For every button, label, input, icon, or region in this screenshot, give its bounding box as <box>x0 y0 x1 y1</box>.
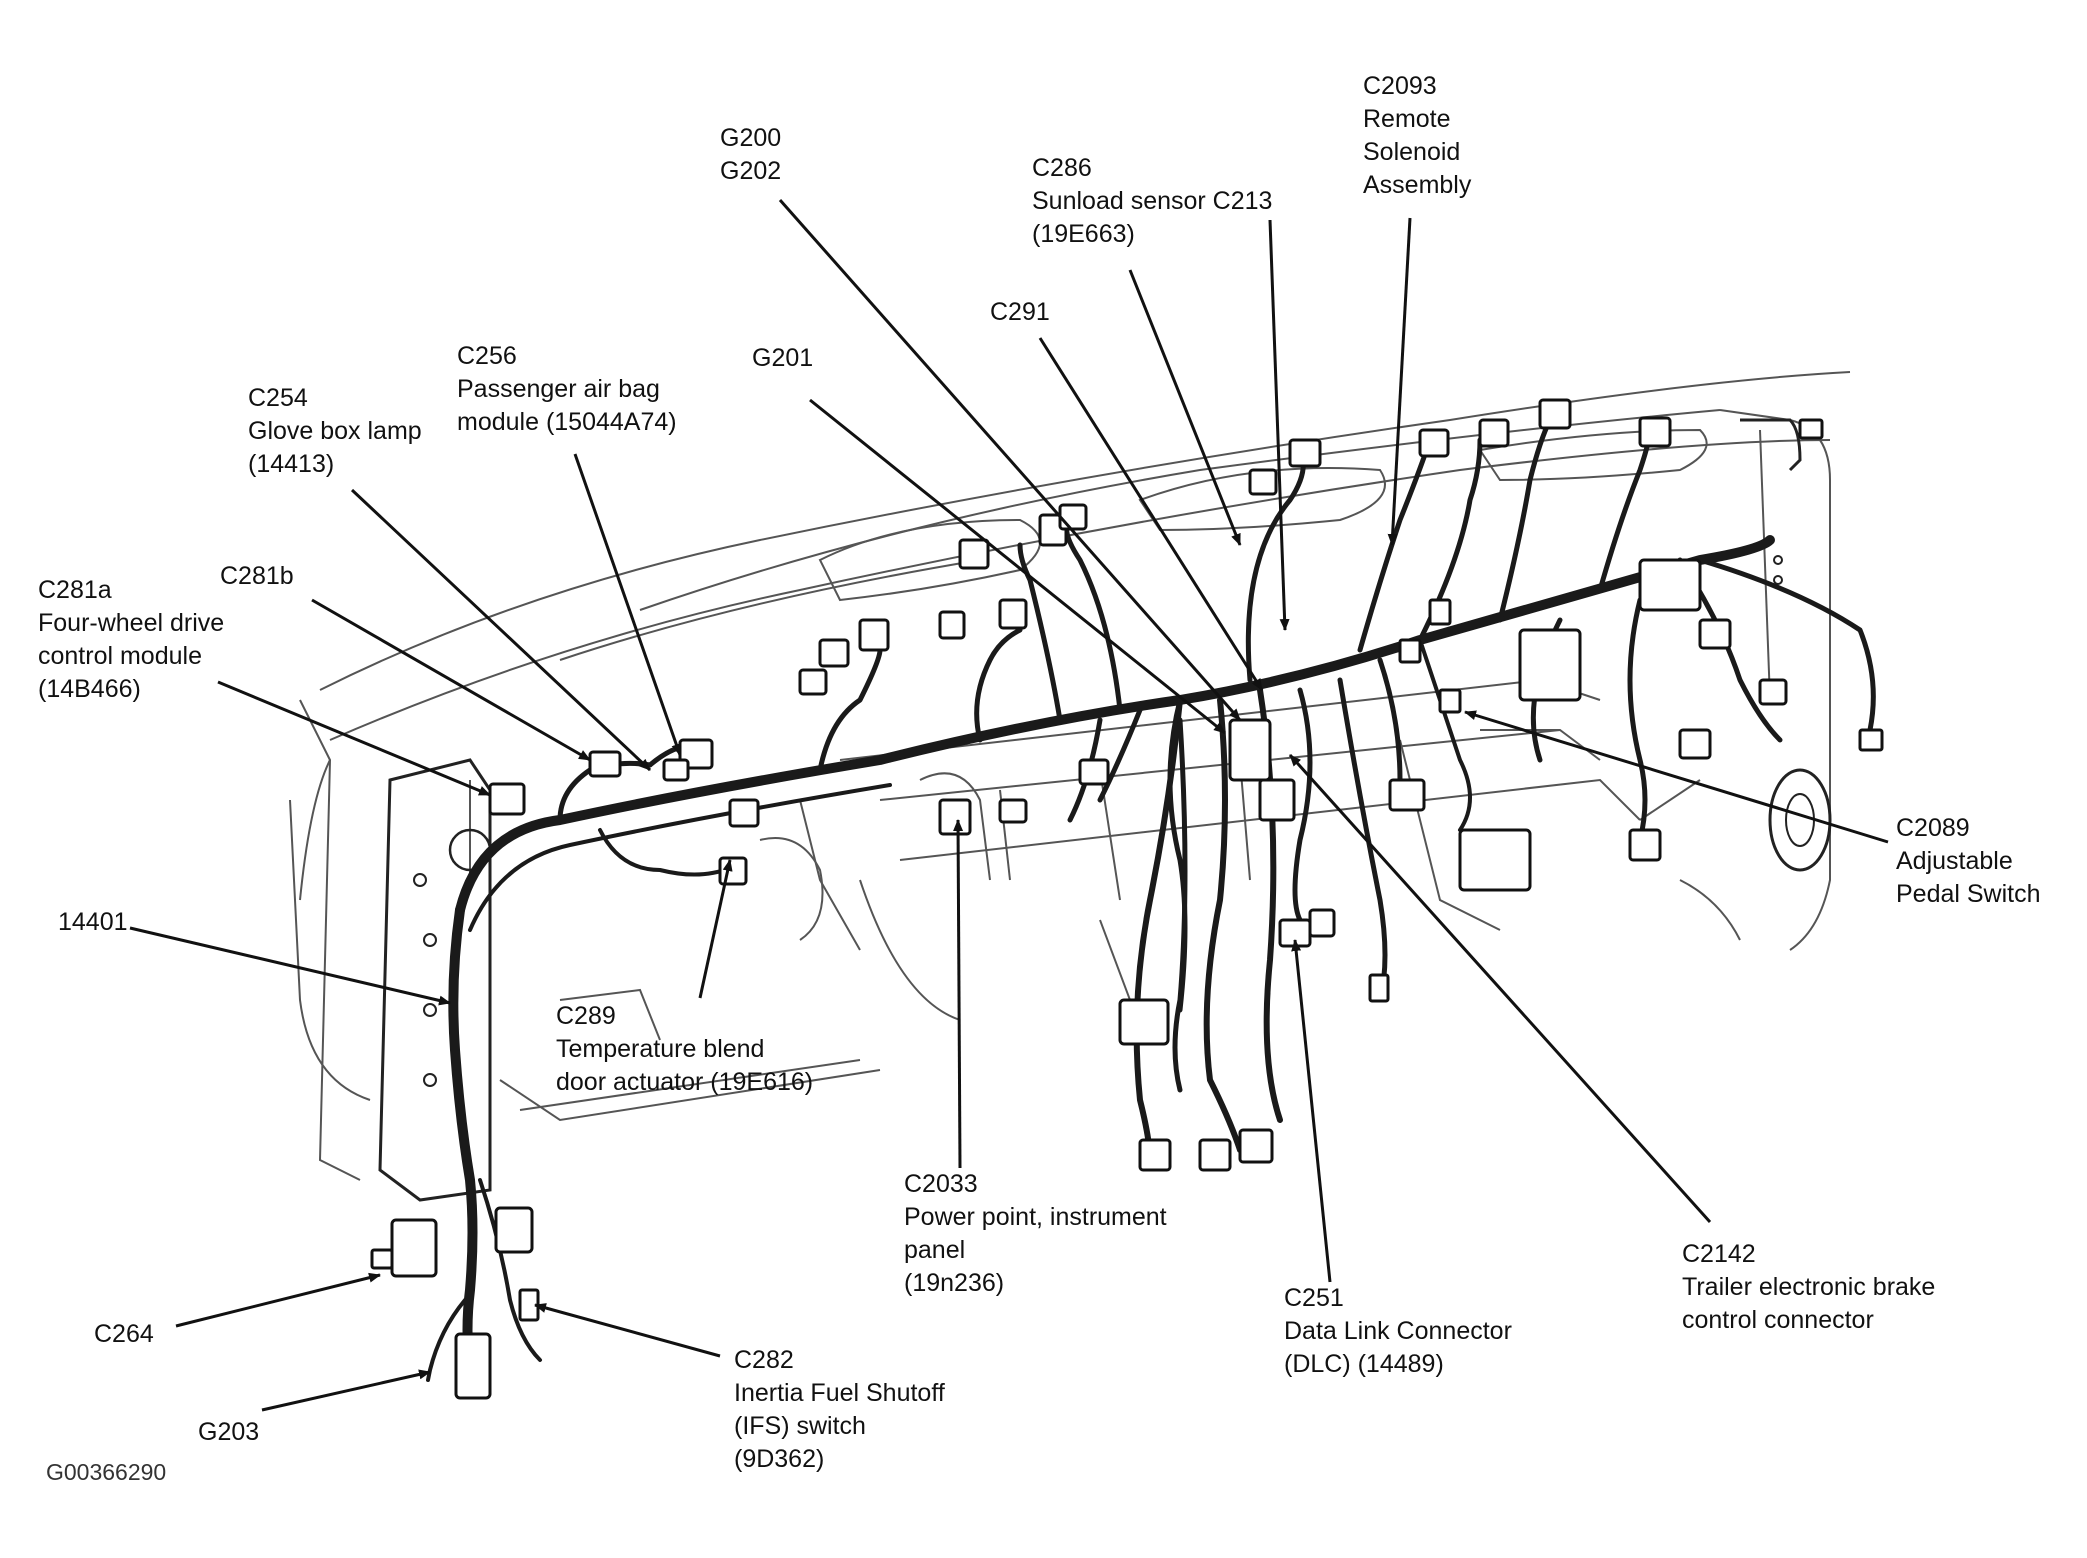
callout-c281b: C281b <box>220 560 294 593</box>
leader-c2033 <box>953 819 964 1169</box>
callout-line: G201 <box>752 344 814 372</box>
callout-line: C289 <box>556 1002 616 1030</box>
callout-line: Solenoid <box>1363 138 1461 166</box>
callout-line: Trailer electronic brake <box>1682 1273 1936 1301</box>
leader-c254 <box>350 488 652 772</box>
leader-g201 <box>809 398 1226 735</box>
callout-c2142: C2142 Trailer electronic brake control c… <box>1682 1238 1935 1337</box>
callout-line: (IFS) switch <box>734 1412 866 1440</box>
callout-c264: C264 <box>94 1318 154 1351</box>
connectors <box>370 398 1884 1400</box>
callout-line: Assembly <box>1363 171 1472 199</box>
callout-line: (19E663) <box>1032 220 1135 248</box>
callout-g203: G203 <box>198 1416 259 1449</box>
callout-line: C281a <box>38 576 112 604</box>
callout-c286: C286 Sunload sensor C213 (19E663) <box>1032 152 1272 251</box>
callout-line: G200 <box>720 124 782 152</box>
leader-c2089 <box>1464 710 1889 844</box>
callout-c281a: C281a Four-wheel drive control module (1… <box>38 574 224 706</box>
leader-g203 <box>261 1369 431 1412</box>
callout-line: G203 <box>198 1418 260 1446</box>
leader-c251 <box>1291 939 1332 1283</box>
callout-line: door actuator (19E616) <box>556 1068 814 1096</box>
leader-c256 <box>573 453 682 756</box>
leader-c2093 <box>1387 217 1412 546</box>
callout-line: (19n236) <box>904 1269 1005 1297</box>
callout-line: C256 <box>457 342 517 370</box>
callout-line: Inertia Fuel Shutoff <box>734 1379 945 1407</box>
callout-line: Passenger air bag <box>457 375 660 403</box>
callout-line: control module <box>38 642 202 670</box>
callout-line: C286 <box>1032 154 1092 182</box>
leader-c291 <box>1038 337 1264 691</box>
right-bracket <box>1740 418 1832 872</box>
callout-line: C251 <box>1284 1284 1344 1312</box>
leader-c286 <box>1128 269 1242 546</box>
callout-line: Temperature blend <box>556 1035 765 1063</box>
callout-line: Pedal Switch <box>1896 880 2041 908</box>
callout-line: (9D362) <box>734 1445 825 1473</box>
callout-line: C254 <box>248 384 308 412</box>
leader-lines <box>129 199 1889 1412</box>
callout-line: (14B466) <box>38 675 141 703</box>
leader-g200 <box>778 199 1242 721</box>
callout-c251: C251 Data Link Connector (DLC) (14489) <box>1284 1282 1512 1381</box>
callout-line: C2142 <box>1682 1240 1756 1268</box>
callout-line: Sunload sensor C213 <box>1032 187 1273 215</box>
callout-g201: G201 <box>752 342 813 375</box>
left-bracket <box>378 758 492 1202</box>
leader-c281b <box>311 598 591 762</box>
callout-line: control connector <box>1682 1306 1874 1334</box>
callout-line: Power point, instrument <box>904 1203 1167 1231</box>
callout-line: C281b <box>220 562 294 590</box>
callout-line: module (15044A74) <box>457 408 677 436</box>
leader-c2142 <box>1288 753 1712 1224</box>
callout-c2089: C2089 Adjustable Pedal Switch <box>1896 812 2041 911</box>
callout-line: C2093 <box>1363 72 1437 100</box>
leader-c264 <box>175 1272 381 1328</box>
callout-line: C2089 <box>1896 814 1970 842</box>
callout-c282: C282 Inertia Fuel Shutoff (IFS) switch (… <box>734 1344 945 1476</box>
callout-line: C291 <box>990 298 1050 326</box>
leader-c213 <box>1268 219 1290 631</box>
callout-g200: G200 G202 <box>720 122 781 188</box>
callout-c289: C289 Temperature blend door actuator (19… <box>556 1000 813 1099</box>
leader-c282 <box>534 1303 721 1358</box>
callout-line: Data Link Connector <box>1284 1317 1512 1345</box>
callout-c2093: C2093 Remote Solenoid Assembly <box>1363 70 1471 202</box>
callout-line: (DLC) (14489) <box>1284 1350 1444 1378</box>
callout-c256: C256 Passenger air bag module (15044A74) <box>457 340 677 439</box>
callout-line: C2033 <box>904 1170 978 1198</box>
leader-c289 <box>698 859 733 999</box>
callout-line: C264 <box>94 1320 154 1348</box>
callout-c291: C291 <box>990 296 1050 329</box>
callout-line: Four-wheel drive <box>38 609 225 637</box>
callout-line: G202 <box>720 157 782 185</box>
panel-outline <box>289 371 1851 1181</box>
leader-c281a <box>217 680 491 797</box>
callout-c2033: C2033 Power point, instrument panel (19n… <box>904 1168 1167 1300</box>
callout-c254: C254 Glove box lamp (14413) <box>248 382 422 481</box>
callout-line: Glove box lamp <box>248 417 422 445</box>
callout-line: 14401 <box>58 908 128 936</box>
figure-id: G00366290 <box>46 1459 167 1485</box>
callout-line: (14413) <box>248 450 335 478</box>
callout-14401: 14401 <box>58 906 128 939</box>
callout-line: C282 <box>734 1346 794 1374</box>
callout-line: Remote <box>1363 105 1451 133</box>
leader-h14401 <box>129 926 451 1006</box>
callout-line: Adjustable <box>1896 847 2013 875</box>
callout-line: panel <box>904 1236 966 1264</box>
